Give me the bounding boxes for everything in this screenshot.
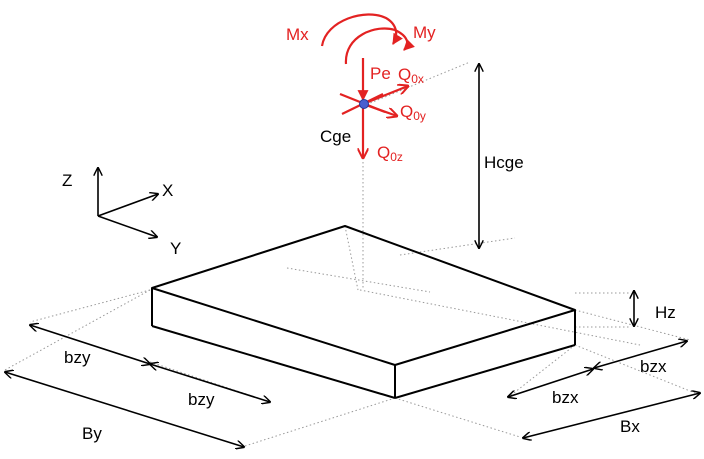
- bx-label: Bx: [620, 417, 640, 436]
- foundation-slab: [151, 225, 576, 399]
- coordinate-axes: [98, 168, 158, 237]
- bzy-top-dimension-arrow: [30, 325, 150, 364]
- cge-label: Cge: [320, 127, 351, 146]
- slab-bottom-left-edge: [151, 325, 396, 399]
- q0y-label: Q0y: [400, 102, 426, 123]
- bzx-bottom-label: bzx: [552, 388, 579, 407]
- bzy-top-label: bzy: [64, 348, 91, 367]
- x-axis-label: X: [162, 181, 173, 200]
- hcge-label: Hcge: [484, 153, 524, 172]
- mx-label: Mx: [286, 25, 309, 44]
- my-moment-arrow: [344, 27, 415, 65]
- q0x-label: Q0x: [398, 65, 424, 86]
- q0z-label: Q0z: [377, 143, 403, 164]
- bzx-bottom-dimension-arrow: [508, 369, 593, 397]
- by-label: By: [82, 424, 102, 443]
- my-label: My: [413, 23, 436, 42]
- bx-dimension-arrow: [523, 393, 700, 438]
- y-axis-label: Y: [170, 239, 181, 258]
- guide-lines: [4, 61, 701, 447]
- y-axis-arrow: [97, 215, 157, 237]
- bzx-right-label: bzx: [640, 357, 667, 376]
- by-dimension-arrow: [5, 372, 244, 447]
- mx-moment-arrow: [320, 13, 403, 47]
- slab-bottom-right-edge: [394, 344, 576, 399]
- center-of-gravity-point: [359, 99, 369, 109]
- hz-label: Hz: [655, 303, 676, 322]
- bzy-bottom-label: bzy: [188, 390, 215, 409]
- bzx-right-dimension-arrow: [594, 341, 687, 368]
- pe-label: Pe: [370, 64, 391, 83]
- z-axis-label: Z: [62, 171, 72, 190]
- x-axis-arrow: [97, 194, 158, 217]
